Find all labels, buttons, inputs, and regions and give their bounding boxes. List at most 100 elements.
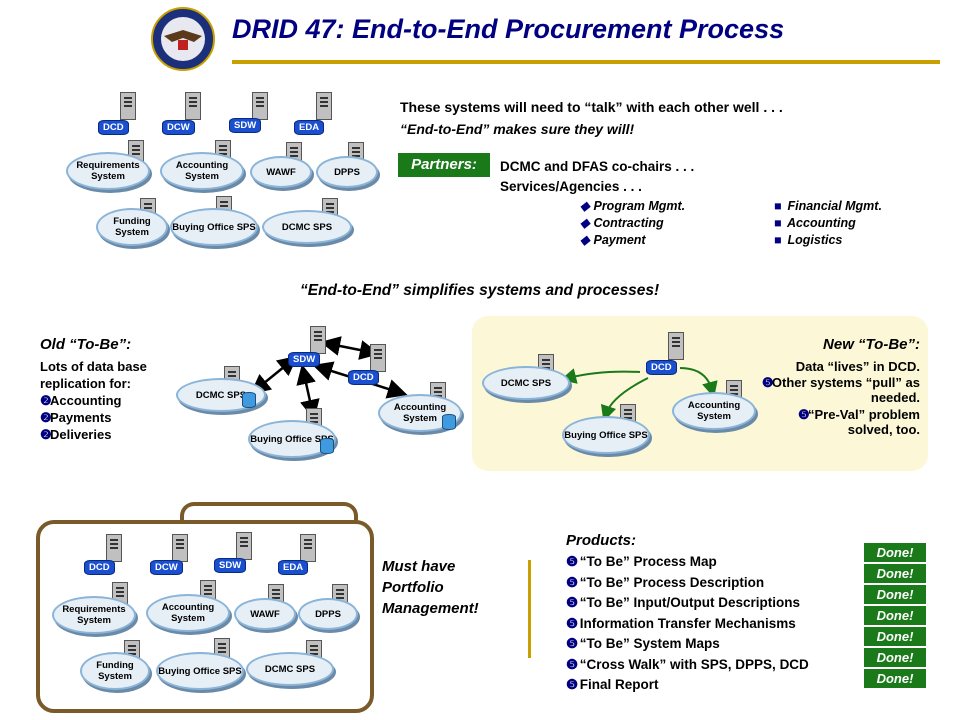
bullet-icon: ❺ <box>798 407 810 422</box>
database-icon <box>320 438 334 454</box>
list-item: ❺ “To Be” Process Description <box>566 573 809 594</box>
server-icon <box>252 92 268 120</box>
products-divider <box>528 560 531 658</box>
node-buying-office-sps: Buying Office SPS <box>562 416 650 454</box>
server-icon <box>120 92 136 120</box>
status-badge: Done! <box>864 627 926 646</box>
bullet-icon: ❺ <box>566 656 579 672</box>
diamond-bullet-icon: ◆ <box>580 233 590 247</box>
node-buying-office-sps: Buying Office SPS <box>156 652 244 690</box>
node-funding-system: Funding System <box>96 208 168 246</box>
simplify-heading: “End-to-End” simplifies systems and proc… <box>300 282 660 299</box>
bullet-icon: ❺ <box>566 574 579 590</box>
tag-eda: EDA <box>294 120 325 135</box>
node-buying-office-sps: Buying Office SPS <box>170 208 258 246</box>
tag-dcw: DCW <box>150 560 183 575</box>
bullet-icon: ❺ <box>566 636 579 651</box>
products-title: Products: <box>566 532 637 549</box>
server-icon <box>300 534 316 562</box>
page-title: DRID 47: End-to-End Procurement Process <box>232 14 785 44</box>
list-item: ❺ “Cross Walk” with SPS, DPPS, DCD <box>566 655 809 676</box>
tag-eda: EDA <box>278 560 309 575</box>
server-icon <box>106 534 122 562</box>
bullet-icon: ❷ <box>40 393 52 408</box>
server-icon <box>172 534 188 562</box>
status-badge: Done! <box>864 606 926 625</box>
node-accounting-system: Accounting System <box>672 392 756 430</box>
node-wawf: WAWF <box>250 156 312 188</box>
tag-dcw: DCW <box>162 120 195 135</box>
old-to-be-title: Old “To-Be”: <box>40 336 132 353</box>
node-accounting-system: Accounting System <box>160 152 244 190</box>
partners-line-1: DCMC and DFAS co-chairs . . . <box>500 159 695 174</box>
portfolio-text: Must have Portfolio Management! <box>382 558 479 617</box>
tag-dcd: DCD <box>646 360 677 375</box>
tag-dcd: DCD <box>84 560 115 575</box>
partners-list-2: ■ Financial Mgmt. ■ Accounting ■ Logisti… <box>774 198 882 249</box>
list-item: ❺ “To Be” Process Map <box>566 552 809 573</box>
list-item: ❷Accounting <box>40 393 122 408</box>
node-dcmc-sps: DCMC SPS <box>262 210 352 244</box>
node-requirements-system: Requirements System <box>52 596 136 634</box>
server-icon <box>236 532 252 560</box>
tag-sdw: SDW <box>288 352 321 367</box>
list-item: ◆ Program Mgmt. <box>580 199 686 213</box>
list-item: ❺ “To Be” Input/Output Descriptions <box>566 593 809 614</box>
square-bullet-icon: ■ <box>774 216 782 230</box>
node-requirements-system: Requirements System <box>66 152 150 190</box>
server-icon <box>370 344 386 372</box>
dod-seal <box>150 6 216 72</box>
status-badge: Done! <box>864 669 926 688</box>
node-funding-system: Funding System <box>80 652 150 690</box>
node-dcmc-sps: DCMC SPS <box>482 366 570 400</box>
partners-badge: Partners: <box>398 153 490 177</box>
diamond-bullet-icon: ◆ <box>580 216 590 230</box>
list-item: ◆ Contracting <box>580 216 664 230</box>
bullet-icon: ❺ <box>566 554 579 569</box>
bullet-icon: ❺ <box>761 375 774 390</box>
list-item: ■ Financial Mgmt. <box>774 199 882 213</box>
tag-sdw: SDW <box>229 118 262 133</box>
database-icon <box>442 414 456 430</box>
partners-line-2: Services/Agencies . . . <box>500 179 642 194</box>
list-item: ❺“Pre-Val” problem solved, too. <box>798 407 920 437</box>
diamond-bullet-icon: ◆ <box>580 199 590 213</box>
node-accounting-system: Accounting System <box>146 594 230 632</box>
list-item: ■ Accounting <box>774 216 856 230</box>
tag-sdw: SDW <box>214 558 247 573</box>
new-to-be-title: New “To-Be”: <box>823 336 920 353</box>
server-icon <box>185 92 201 120</box>
status-badge: Done! <box>864 564 926 583</box>
node-dpps: DPPS <box>298 598 358 630</box>
list-item: ❷Deliveries <box>40 427 112 442</box>
square-bullet-icon: ■ <box>774 233 782 247</box>
partners-list-1: ◆ Program Mgmt. ◆ Contracting ◆ Payment <box>580 198 685 249</box>
intro-line-1: These systems will need to “talk” with e… <box>400 99 783 115</box>
list-item: ❺ Final Report <box>566 675 809 696</box>
tag-dcd: DCD <box>348 370 379 385</box>
new-to-be-text: Data “lives” in DCD. ❺Other systems “pul… <box>756 358 920 437</box>
bullet-icon: ❺ <box>566 615 579 631</box>
list-item: ❷Payments <box>40 410 112 425</box>
status-badge: Done! <box>864 585 926 604</box>
bullet-icon: ❷ <box>40 427 52 442</box>
node-wawf: WAWF <box>234 598 296 630</box>
list-item: ◆ Payment <box>580 233 646 247</box>
status-badge: Done! <box>864 648 926 667</box>
node-dpps: DPPS <box>316 156 378 188</box>
list-item: ❺ “To Be” System Maps <box>566 634 809 655</box>
bullet-icon: ❺ <box>566 595 579 610</box>
old-to-be-text: Lots of data base replication for: ❷Acco… <box>40 359 147 442</box>
bullet-icon: ❺ <box>566 677 579 692</box>
list-item: ❺ Information Transfer Mechanisms <box>566 614 809 635</box>
square-bullet-icon: ■ <box>774 199 782 213</box>
status-badge: Done! <box>864 543 926 562</box>
bullet-icon: ❷ <box>40 410 52 425</box>
list-item: ■ Logistics <box>774 233 843 247</box>
database-icon <box>242 392 256 408</box>
tag-dcd: DCD <box>98 120 129 135</box>
server-icon <box>668 332 684 360</box>
node-dcmc-sps: DCMC SPS <box>246 652 334 686</box>
list-item: ❺Other systems “pull” as needed. <box>761 375 920 405</box>
